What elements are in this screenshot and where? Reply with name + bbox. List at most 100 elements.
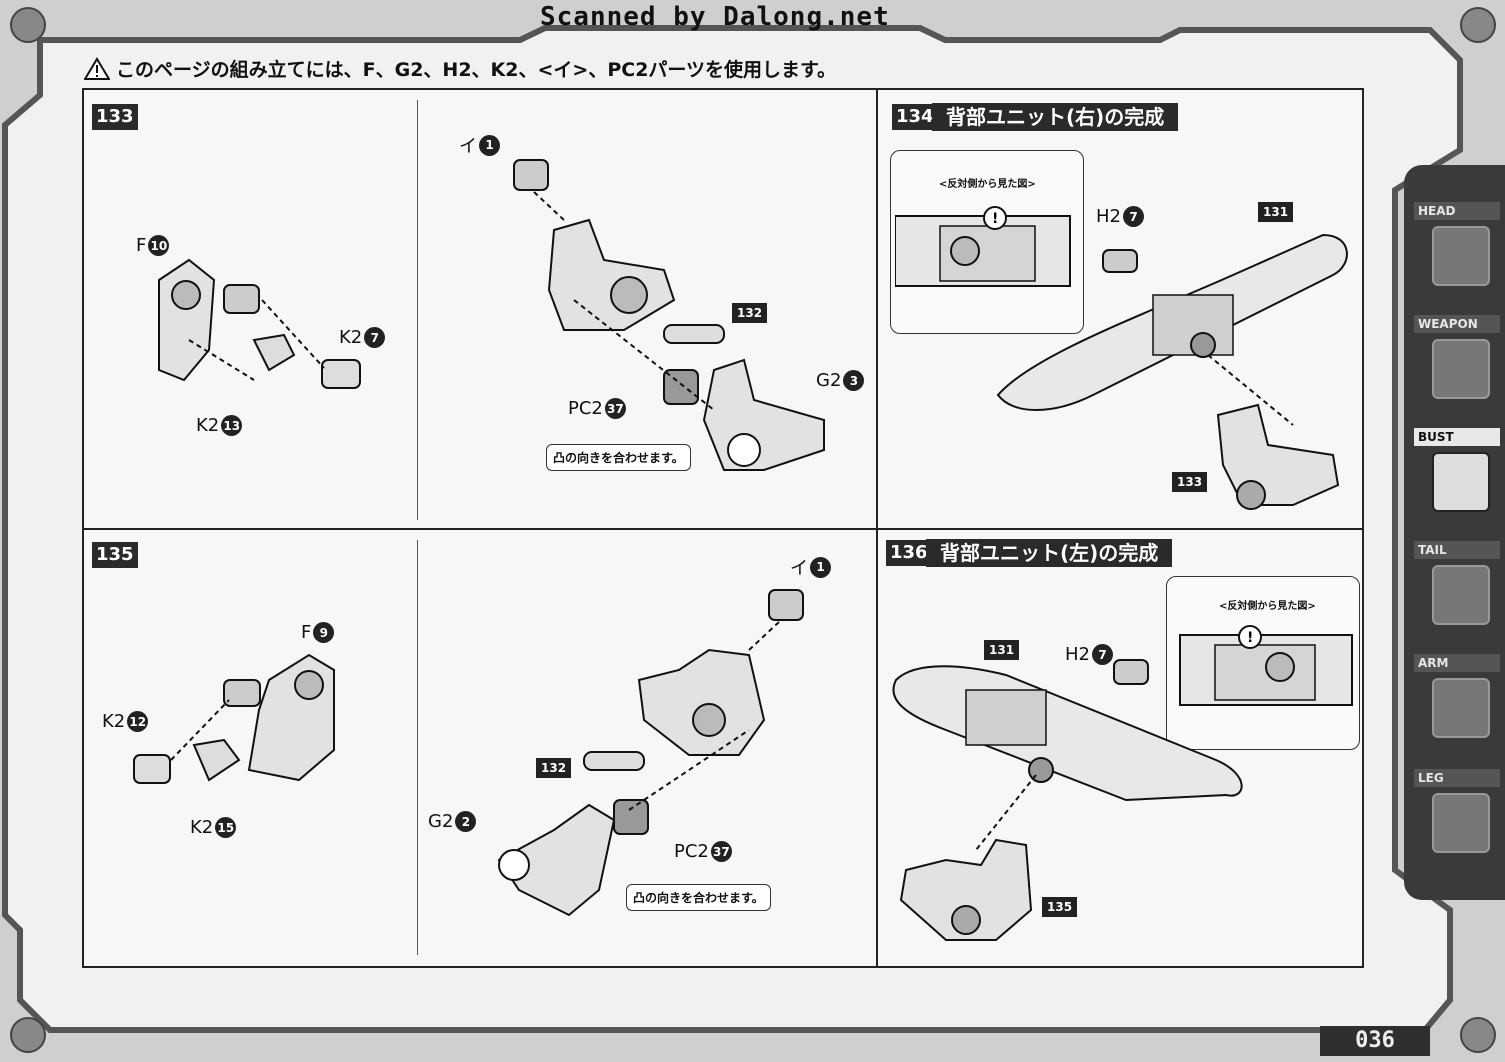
part-number: 7 [364,327,386,348]
assembly-diagram [513,159,825,471]
leg-icon [1432,793,1490,853]
part-code: PC2 [568,398,603,419]
part-number: 10 [148,235,170,256]
bracket-assembly-diagram [133,653,335,784]
part-number: 37 [604,398,626,419]
warning-icon [84,56,110,80]
part-code: K2 [190,817,214,838]
label-K2-a: K2 7 [339,327,386,348]
tab-label: TAIL [1414,541,1500,559]
part-code: G2 [816,370,842,391]
reverse-view-diagram: ! [1179,625,1353,706]
weapon-icon [1432,339,1490,399]
part-number: 1 [479,134,500,156]
inset-caption: <反対側から見た図> [939,179,1036,190]
part-code: K2 [339,327,363,348]
reverse-view-inset: <反対側から見た図> ! [890,150,1084,334]
divider-inner-bottom [417,540,418,955]
tab-label: ARM [1414,654,1500,672]
step-title: 背部ユニット(右)の完成 [932,103,1179,131]
step-number: 134 [892,104,938,130]
instruction-grid: 133 F 10 K2 7 K2 13 [82,88,1364,968]
ref-tag-a: 131 [1258,202,1294,222]
reverse-view-inset: <反対側から見た図> ! [1166,576,1360,750]
reverse-view-diagram: ! [895,206,1071,287]
part-number: 3 [843,370,865,391]
ref-tag-a: 131 [984,640,1020,660]
part-code: K2 [196,415,220,436]
orientation-note: 凸の向きを合わせます。 [626,884,771,911]
step-136-panel: 136 背部ユニット(左)の完成 <反対側から見た図> ! H2 7 [878,530,1362,966]
part-code: F [136,235,147,256]
tab-bust[interactable]: BUST [1414,428,1500,520]
step-title: 背部ユニット(左)の完成 [926,539,1173,567]
label-F: F 9 [301,622,335,643]
label-G2: G2 3 [816,370,865,391]
label-I: イ 1 [459,132,500,158]
warning-text: このページの組み立てには、F、G2、H2、K2、<イ>、PC2パーツを使用します… [116,59,837,81]
label-PC2: PC2 37 [674,841,732,862]
arm-icon [1432,678,1490,738]
ref-tag-b: 133 [1172,472,1208,492]
tab-leg[interactable]: LEG [1414,769,1500,861]
label-K2-b: K2 13 [196,415,243,436]
page-number: 036 [1320,1026,1430,1056]
step-134-panel: 134 背部ユニット(右)の完成 <反対側から見た図> ! H2 7 [878,90,1362,528]
parts-warning: このページの組み立てには、F、G2、H2、K2、<イ>、PC2パーツを使用します… [84,55,836,82]
part-code: F [301,622,312,643]
label-H2: H2 7 [1065,644,1113,665]
part-code: G2 [428,811,454,832]
tab-label: WEAPON [1414,315,1500,333]
tab-weapon[interactable]: WEAPON [1414,315,1500,407]
label-G2: G2 2 [428,811,477,832]
back-unit-right-diagram [996,233,1348,510]
divider-inner-top [417,100,418,520]
step-number: 135 [92,542,138,568]
label-K2-a: K2 12 [102,711,149,732]
step-133-panel: 133 F 10 K2 7 K2 13 [84,90,876,528]
divider-horizontal [84,528,1362,530]
label-PC2: PC2 37 [568,398,626,419]
bracket-assembly-diagram [158,258,361,389]
back-unit-left-diagram [892,659,1243,941]
bust-icon [1432,452,1490,512]
label-K2-b: K2 15 [190,817,237,838]
tab-head[interactable]: HEAD [1414,202,1500,294]
part-code: K2 [102,711,126,732]
tail-icon [1432,565,1490,625]
part-number: 12 [127,711,149,732]
part-number: 37 [710,841,732,862]
tab-label: HEAD [1414,202,1500,220]
part-code: H2 [1065,644,1090,665]
ref-tag: 132 [732,303,768,323]
ref-tag-b: 135 [1042,897,1078,917]
assembly-diagram [497,589,804,917]
label-I: イ 1 [790,554,831,580]
svg-text:!: ! [1247,630,1253,646]
part-number: 9 [313,622,335,643]
label-F: F 10 [136,235,170,256]
tab-arm[interactable]: ARM [1414,654,1500,746]
step-number: 133 [92,104,138,130]
head-icon [1432,226,1490,286]
tab-tail[interactable]: TAIL [1414,541,1500,633]
part-number: 7 [1123,206,1144,227]
tab-label: BUST [1414,428,1500,446]
part-number: 15 [215,817,237,838]
part-code: PC2 [674,841,709,862]
part-number: 7 [1092,644,1113,665]
label-H2: H2 7 [1096,206,1144,227]
step-135-panel: 135 F 9 K2 12 K2 15 [84,530,876,966]
part-number: 13 [221,415,243,436]
part-number: 2 [455,811,477,832]
step-number: 136 [886,540,932,566]
part-number: 1 [810,556,831,578]
part-code: イ [459,136,477,157]
svg-text:!: ! [992,211,998,227]
section-tabs: HEAD WEAPON BUST TAIL ARM LEG [1404,165,1505,900]
orientation-note: 凸の向きを合わせます。 [546,444,691,471]
inset-caption: <反対側から見た図> [1219,601,1316,612]
part-code: H2 [1096,206,1121,227]
tab-label: LEG [1414,769,1500,787]
scanner-credit: Scanned by Dalong.net [540,2,890,32]
